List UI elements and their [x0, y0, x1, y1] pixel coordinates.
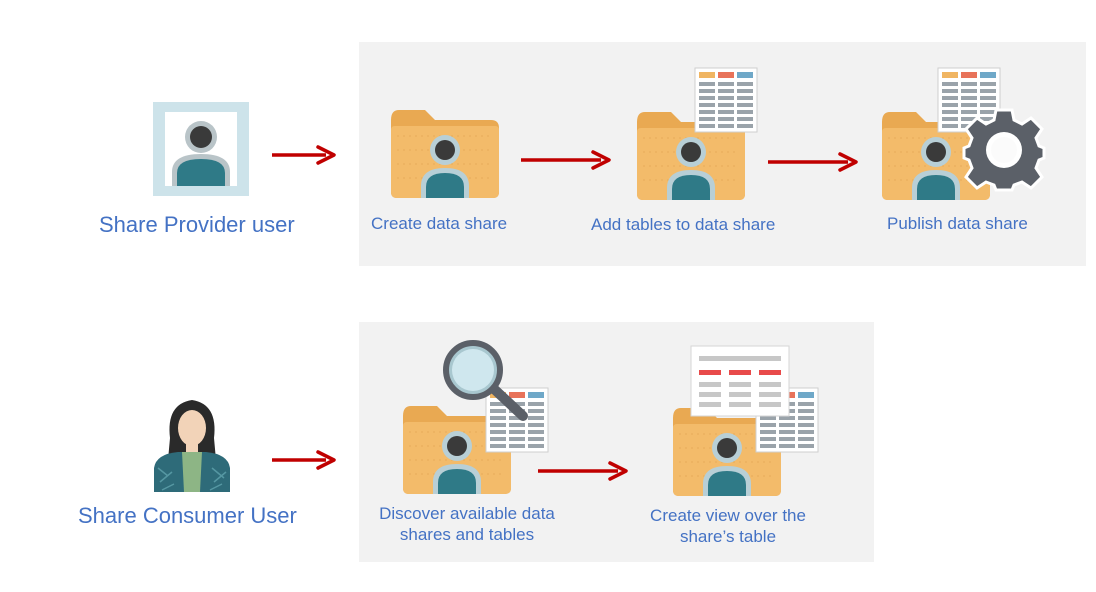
consumer-user-label: Share Consumer User [78, 503, 297, 528]
view-document-icon [690, 345, 790, 417]
arrow-discover-to-view-icon [538, 461, 628, 481]
step-create-view-label-line-2: share’s table [679, 527, 777, 546]
step-discover-label-line-2: shares and tables [399, 525, 535, 544]
step-add-tables-label: Add tables to data share [591, 215, 776, 234]
arrow-add-to-publish-icon [768, 152, 858, 172]
gear-icon [962, 108, 1046, 192]
arrow-provider-to-panel-icon [270, 145, 338, 165]
arrow-consumer-to-panel-icon [270, 450, 338, 470]
step-discover-label: Discover available data shares and table… [367, 503, 567, 545]
arrow-create-to-add-icon [521, 150, 611, 170]
step-publish-label: Publish data share [887, 214, 1028, 233]
step-discover-label-line-1: Discover available data [379, 504, 555, 523]
provider-user-label: Share Provider user [99, 212, 295, 237]
step-create-data-share-label: Create data share [371, 214, 508, 233]
consumer-user-avatar-icon [152, 398, 232, 492]
provider-user-avatar-icon [153, 102, 249, 196]
step-create-view-label-line-1: Create view over the [650, 506, 806, 525]
folder-user-icon [390, 106, 500, 199]
table-icon [694, 67, 758, 133]
magnifier-icon [443, 340, 533, 424]
step-create-view-label: Create view over the share’s table [628, 505, 828, 547]
